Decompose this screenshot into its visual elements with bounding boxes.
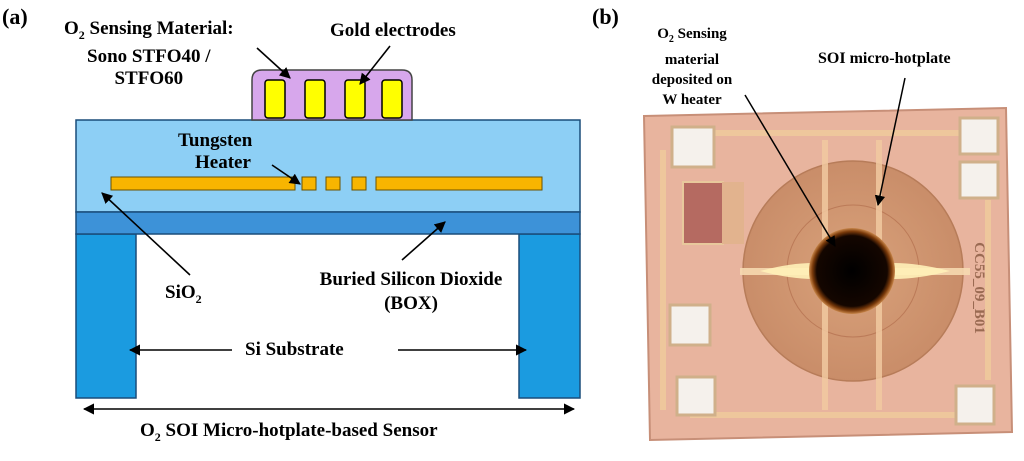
heater-segment-left bbox=[110, 176, 296, 191]
sensing-rest: Sensing Material: bbox=[84, 18, 234, 39]
heater-segment-small-1 bbox=[301, 176, 317, 191]
caption-o: O bbox=[140, 420, 155, 441]
sensing-o: O bbox=[64, 18, 79, 39]
bond-pad-3 bbox=[958, 160, 1000, 200]
deposit-sub: 2 bbox=[668, 34, 674, 45]
panel-a: (a) O2 Sensing Material: Sono STFO40 / S… bbox=[2, 4, 581, 445]
sensing-line3: STFO60 bbox=[114, 67, 184, 89]
gold-electrode-2 bbox=[304, 79, 326, 119]
bond-pad-2 bbox=[958, 116, 1000, 156]
trace-left bbox=[660, 150, 666, 410]
bond-pad-5 bbox=[675, 375, 717, 417]
deposit-rest: Sensing bbox=[673, 26, 727, 42]
chip-id-text: CC55_09_B01 bbox=[971, 242, 987, 334]
caption-rest: SOI Micro-hotplate-based Sensor bbox=[160, 420, 438, 441]
arrow-heater bbox=[271, 164, 301, 185]
cross-section-diagram bbox=[75, 45, 581, 415]
heater-segment-right bbox=[375, 176, 543, 191]
trace-top bbox=[680, 130, 960, 136]
arrow-box bbox=[401, 221, 446, 261]
bond-pad-6 bbox=[954, 384, 996, 426]
box-label: Buried Silicon Dioxide (BOX) bbox=[295, 268, 527, 316]
box-layer bbox=[75, 211, 581, 235]
chip-micrograph: CC55_09_B01 bbox=[642, 77, 1014, 442]
sio2-label: SiO2 bbox=[165, 282, 202, 307]
bond-pad-1 bbox=[670, 125, 716, 169]
substrate-label: Si Substrate bbox=[245, 339, 344, 360]
sensing-sub: 2 bbox=[78, 27, 85, 42]
gold-electrode-3 bbox=[344, 79, 366, 119]
substrate-right-leg bbox=[518, 233, 581, 399]
micro-hotplate-label: SOI micro-hotplate bbox=[818, 50, 951, 67]
box-line1: Buried Silicon Dioxide bbox=[319, 269, 503, 290]
deposit-on: deposited on bbox=[651, 72, 733, 88]
arrow-gold-electrodes bbox=[359, 45, 391, 85]
resistor-block-2 bbox=[722, 182, 744, 244]
arrow-sio2 bbox=[101, 192, 191, 276]
arrow-micro-hotplate bbox=[874, 77, 906, 207]
deposit-material: material bbox=[664, 52, 720, 68]
trace-right bbox=[985, 200, 991, 380]
gold-electrodes-label: Gold electrodes bbox=[330, 20, 456, 41]
sensing-line2: Sono STFO40 / bbox=[87, 45, 211, 67]
deposit-o: O bbox=[657, 26, 669, 42]
arrow-sensing-dot bbox=[744, 94, 836, 247]
resistor-block bbox=[682, 181, 724, 245]
trace-bottom bbox=[690, 412, 960, 418]
heater-segment-small-2 bbox=[325, 176, 341, 191]
box-line2: (BOX) bbox=[384, 293, 438, 314]
sensing-material-dot bbox=[809, 228, 895, 314]
gold-electrode-1 bbox=[264, 79, 286, 119]
tungsten-heater-label: Tungsten Heater bbox=[178, 130, 252, 174]
tungsten-text: Tungsten bbox=[178, 130, 253, 151]
sensor-caption: O2 SOI Micro-hotplate-based Sensor bbox=[140, 420, 438, 445]
bond-pad-4 bbox=[668, 303, 712, 347]
panel-a-tag: (a) bbox=[2, 4, 28, 29]
caption-sub: 2 bbox=[154, 429, 161, 444]
heater-segment-small-3 bbox=[351, 176, 367, 191]
heater-text: Heater bbox=[195, 152, 251, 173]
gold-electrode-4 bbox=[381, 79, 403, 119]
panel-b-tag: (b) bbox=[592, 4, 619, 29]
substrate-left-leg bbox=[75, 233, 137, 399]
panel-b: CC55_09_B01 (b) O2 Sensing material depo… bbox=[592, 0, 1024, 456]
sio2-sub: 2 bbox=[195, 291, 202, 306]
deposit-heater: W heater bbox=[662, 92, 722, 108]
sio2-prefix: SiO bbox=[165, 282, 196, 303]
sensing-material bbox=[251, 69, 413, 121]
sensing-material-label: O2 Sensing Material: Sono STFO40 / STFO6… bbox=[64, 18, 234, 90]
sensing-deposit-label: O2 Sensing material deposited on W heate… bbox=[632, 24, 752, 110]
arrow-sensing-material bbox=[256, 47, 291, 79]
sio2-layer bbox=[75, 119, 581, 213]
